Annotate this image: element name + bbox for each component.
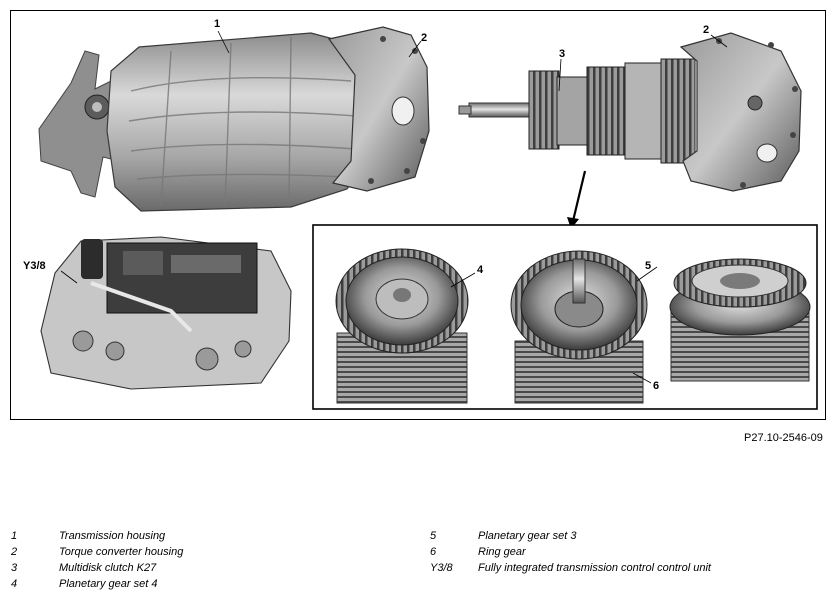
callout-6: 6 (653, 380, 659, 392)
callout-1: 1 (214, 18, 220, 30)
legend-key: 4 (11, 578, 18, 590)
legend-item: 4 Planetary gear set 4 (11, 576, 183, 592)
legend-left: 1 Transmission housing 2 Torque converte… (11, 528, 183, 592)
callout-5: 5 (645, 260, 651, 272)
planetary-gear-set-4-drawing: 4 (335, 248, 484, 404)
legend-item: 3 Multidisk clutch K27 (11, 560, 183, 576)
legend-text: Fully integrated transmission control co… (478, 562, 711, 574)
legend-key: 5 (430, 530, 437, 542)
illustration-frame: 1 2 3 (10, 10, 826, 420)
figure-reference: P27.10-2546-09 (744, 432, 823, 444)
legend-text: Planetary gear set 3 (478, 530, 577, 542)
legend-item: 5 Planetary gear set 3 (430, 528, 711, 544)
legend-text: Transmission housing (59, 530, 166, 542)
legend-item: 6 Ring gear (430, 544, 711, 560)
illustration-svg: 1 2 3 (23, 18, 818, 410)
legend-text: Ring gear (478, 546, 526, 558)
callout-4: 4 (477, 264, 484, 276)
legend-text: Planetary gear set 4 (59, 578, 158, 590)
callout-2-housing: 2 (421, 32, 427, 44)
legend-text: Torque converter housing (59, 546, 184, 558)
legend-key: 6 (430, 546, 437, 558)
gear-detail-box: 4 5 6 (312, 224, 818, 410)
legend-key: Y3/8 (430, 562, 453, 574)
gear-train-drawing: 3 2 (458, 24, 802, 229)
transmission-assembly-drawing: 1 2 (38, 18, 430, 212)
legend-item: Y3/8 Fully integrated transmission contr… (430, 560, 711, 576)
legend-text: Multidisk clutch K27 (59, 562, 157, 574)
callout-y3-8: Y3/8 (23, 260, 46, 272)
legend-item: 1 Transmission housing (11, 528, 183, 544)
legend-item: 2 Torque converter housing (11, 544, 183, 560)
legend-key: 3 (11, 562, 18, 574)
ring-gear-drawing: 6 (632, 258, 811, 392)
planetary-gear-set-3-drawing: 5 (510, 250, 658, 404)
legend-key: 1 (11, 530, 18, 542)
control-unit-drawing: Y3/8 (23, 236, 292, 390)
callout-2-gear: 2 (703, 24, 709, 36)
legend-key: 2 (11, 546, 18, 558)
legend-right: 5 Planetary gear set 3 6 Ring gear Y3/8 … (430, 528, 711, 576)
callout-3: 3 (559, 48, 565, 60)
